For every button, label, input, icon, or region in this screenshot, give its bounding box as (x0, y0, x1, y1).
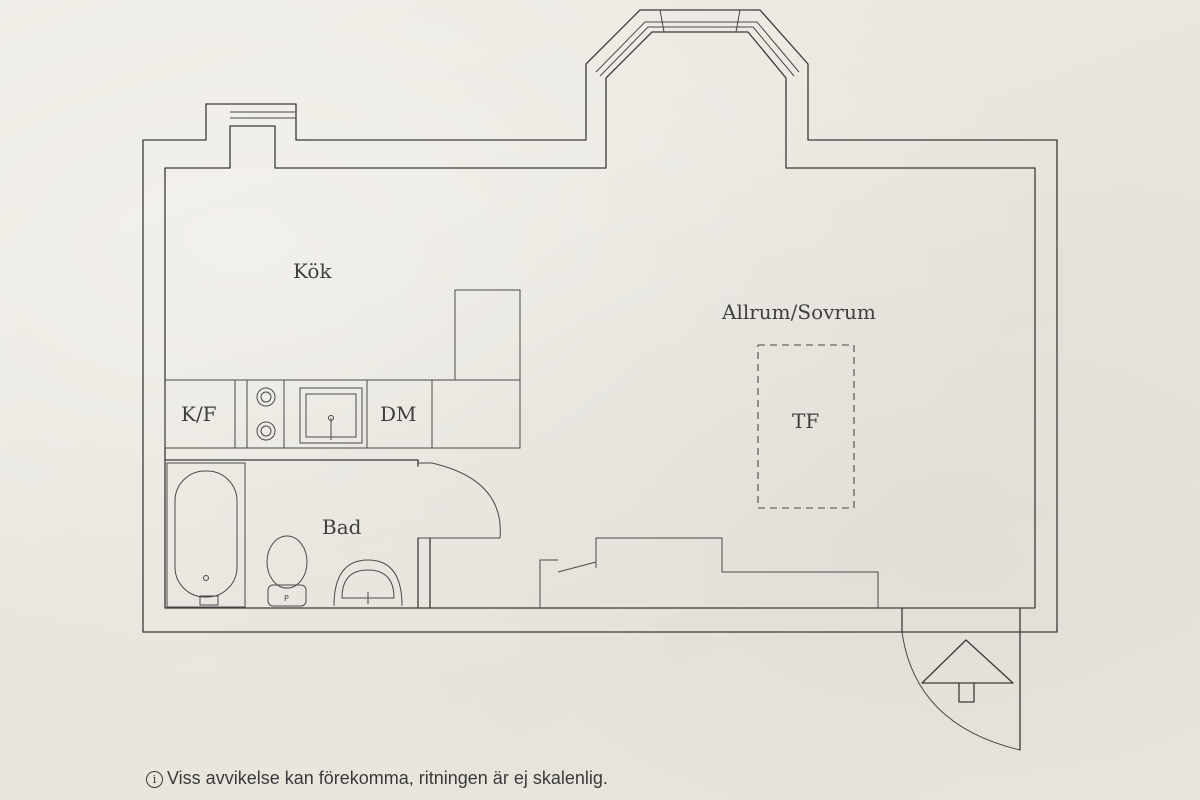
bathroom-walls (164, 459, 501, 609)
stove (256, 387, 276, 441)
hallway-partitions (539, 537, 1035, 609)
bathtub (166, 462, 246, 608)
info-icon: i (146, 771, 163, 788)
room-label-wardrobe: TF (792, 409, 820, 433)
room-label-living: Allrum/Sovrum (722, 300, 876, 324)
bathroom-sink (333, 559, 403, 607)
disclaimer-text: Viss avvikelse kan förekomma, ritningen … (167, 768, 608, 788)
entrance-arrow-icon (921, 639, 1014, 703)
window-top-left (230, 111, 296, 119)
entrance-door (901, 607, 1021, 751)
toilet: P (266, 535, 308, 607)
kitchen-sink (299, 387, 363, 444)
kitchen-counter (164, 289, 521, 449)
room-label-dishwasher: DM (380, 402, 417, 426)
inner-wall (164, 31, 1036, 609)
outer-wall (142, 9, 1058, 633)
room-label-bath: Bad (322, 515, 362, 539)
room-label-fridge: K/F (181, 402, 217, 426)
bay-window (595, 9, 800, 77)
room-label-kitchen: Kök (293, 259, 332, 283)
wardrobe-outline (757, 344, 855, 509)
svg-text:P: P (284, 594, 289, 603)
